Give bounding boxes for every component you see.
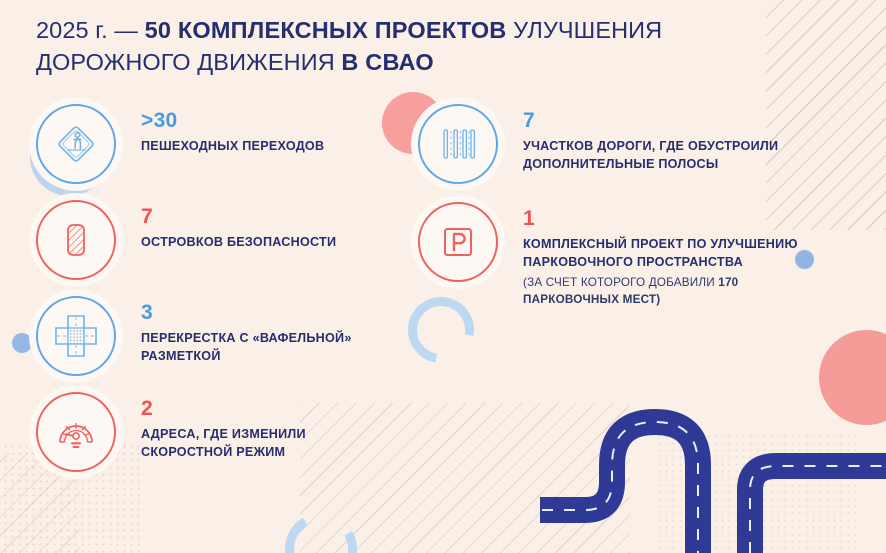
blue-dot-decoration-left — [12, 333, 32, 353]
stat-label: ПЕШЕХОДНЫХ ПЕРЕХОДОВ — [141, 139, 325, 153]
stat-label: УЧАСТКОВ ДОРОГИ, ГДЕ ОБУСТРОИЛИ ДОПОЛНИТ… — [523, 139, 779, 171]
speedometer-icon — [59, 423, 93, 448]
stat-number: 7 — [141, 205, 153, 228]
title-highlight-district: В СВАО — [341, 49, 434, 76]
stat-label: ПЕРЕКРЕСТКА С «ВАФЕЛЬНОЙ» РАЗМЕТКОЙ — [141, 331, 352, 363]
stat-text: 7 ОСТРОВКОВ БЕЗОПАСНОСТИ — [141, 200, 336, 252]
stat-number: 3 — [141, 301, 153, 324]
stat-icon-badge — [418, 202, 498, 282]
header: 2025 г. — 50 КОМПЛЕКСНЫХ ПРОЕКТОВ УЛУЧШЕ… — [36, 14, 776, 78]
stat-icon-badge — [36, 392, 116, 472]
safety-island-icon — [67, 224, 85, 256]
stats-column-left: >30 ПЕШЕХОДНЫХ ПЕРЕХОДОВ 7 ОСТРОВКОВ БЕЗ — [36, 104, 396, 488]
stats-column-right: 7 УЧАСТКОВ ДОРОГИ, ГДЕ ОБУСТРОИЛИ ДОПОЛН… — [418, 104, 818, 327]
parking-sign-icon — [444, 228, 472, 256]
stat-number: 1 — [523, 207, 535, 230]
stat-text: >30 ПЕШЕХОДНЫХ ПЕРЕХОДОВ — [141, 104, 324, 156]
stat-number: 2 — [141, 397, 153, 420]
page-title: 2025 г. — 50 КОМПЛЕКСНЫХ ПРОЕКТОВ УЛУЧШЕ… — [36, 14, 776, 78]
stat-sublabel-bold: 170 ПАРКОВОЧНЫХ МЕСТ) — [523, 275, 739, 306]
stat-item: 2 АДРЕСА, ГДЕ ИЗМЕНИЛИ СКОРОСТНОЙ РЕЖИМ — [36, 392, 396, 472]
stat-sublabel: (ЗА СЧЕТ КОТОРОГО ДОБАВИЛИ 170 ПАРКОВОЧН… — [523, 275, 818, 309]
pedestrian-crossing-sign-icon — [58, 126, 94, 162]
stat-item: 7 ОСТРОВКОВ БЕЗОПАСНОСТИ — [36, 200, 396, 280]
halftone-dots-bottom-right — [656, 433, 856, 553]
title-year-prefix: 2025 г. — — [36, 17, 145, 43]
stat-item: 1 КОМПЛЕКСНЫЙ ПРОЕКТ ПО УЛУЧШЕНИЮ ПАРКОВ… — [418, 202, 818, 309]
stat-icon-badge — [418, 104, 498, 184]
blue-ring-decoration-bottom — [276, 504, 366, 553]
stat-text: 3 ПЕРЕКРЕСТКА С «ВАФЕЛЬНОЙ» РАЗМЕТКОЙ — [141, 296, 396, 366]
pink-circle-decoration-right — [819, 330, 886, 425]
stat-number: >30 — [141, 109, 178, 132]
road-lanes-icon — [443, 129, 476, 159]
waffle-intersection-icon — [55, 315, 97, 357]
stat-label: АДРЕСА, ГДЕ ИЗМЕНИЛИ СКОРОСТНОЙ РЕЖИМ — [141, 427, 306, 459]
stat-item: 7 УЧАСТКОВ ДОРОГИ, ГДЕ ОБУСТРОИЛИ ДОПОЛН… — [418, 104, 818, 184]
title-line1-suffix: УЛУЧШЕНИЯ — [506, 17, 663, 43]
stat-label: КОМПЛЕКСНЫЙ ПРОЕКТ ПО УЛУЧШЕНИЮ ПАРКОВОЧ… — [523, 237, 798, 269]
stat-text: 1 КОМПЛЕКСНЫЙ ПРОЕКТ ПО УЛУЧШЕНИЮ ПАРКОВ… — [523, 202, 818, 309]
stat-icon-badge — [36, 104, 116, 184]
stat-item: >30 ПЕШЕХОДНЫХ ПЕРЕХОДОВ — [36, 104, 396, 184]
stat-item: 3 ПЕРЕКРЕСТКА С «ВАФЕЛЬНОЙ» РАЗМЕТКОЙ — [36, 296, 396, 376]
title-line2-plain: ДОРОЖНОГО ДВИЖЕНИЯ — [36, 49, 342, 76]
stat-icon-badge — [36, 296, 116, 376]
stat-label: ОСТРОВКОВ БЕЗОПАСНОСТИ — [141, 235, 337, 249]
winding-road-graphic — [540, 408, 886, 553]
stat-number: 7 — [523, 109, 535, 132]
title-highlight-projects: 50 КОМПЛЕКСНЫХ ПРОЕКТОВ — [144, 17, 507, 43]
stat-text: 7 УЧАСТКОВ ДОРОГИ, ГДЕ ОБУСТРОИЛИ ДОПОЛН… — [523, 104, 818, 174]
stat-icon-badge — [36, 200, 116, 280]
stat-sublabel-plain: (ЗА СЧЕТ КОТОРОГО ДОБАВИЛИ — [523, 275, 719, 289]
stat-text: 2 АДРЕСА, ГДЕ ИЗМЕНИЛИ СКОРОСТНОЙ РЕЖИМ — [141, 392, 396, 462]
